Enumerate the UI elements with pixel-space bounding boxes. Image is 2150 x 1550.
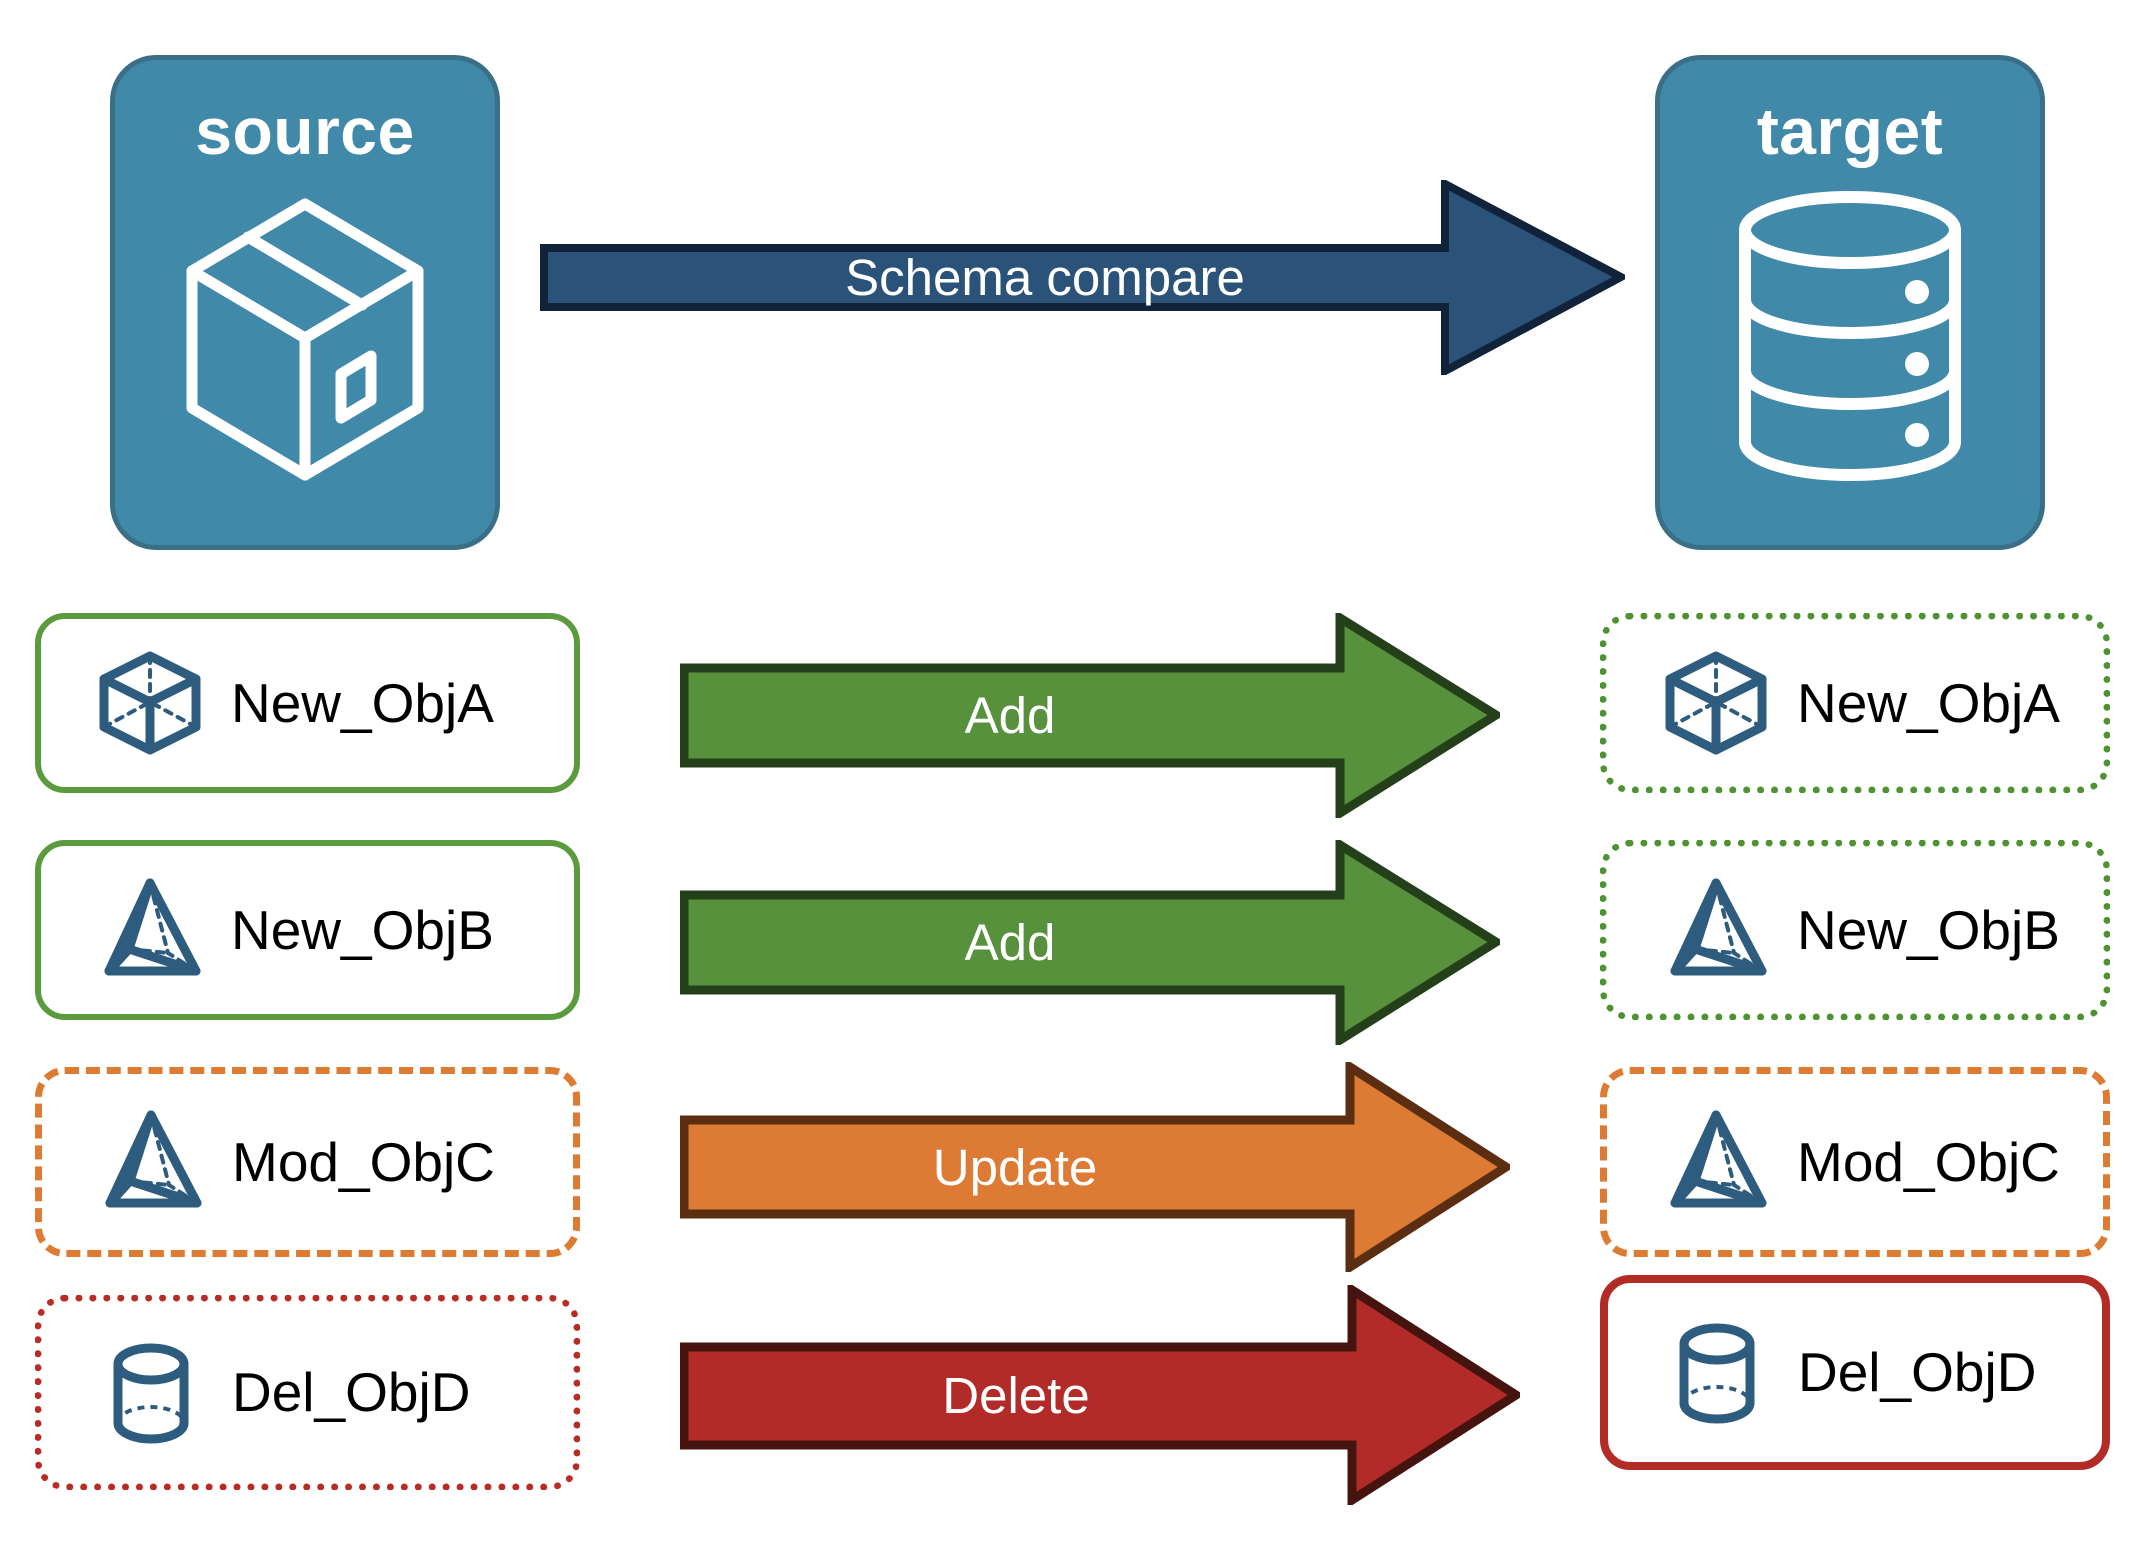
target-object-label: New_ObjB: [1797, 898, 2060, 961]
action-arrow[interactable]: Add: [679, 609, 1505, 822]
source-object-card[interactable]: New_ObjB: [35, 840, 580, 1020]
source-object-label: Mod_ObjC: [232, 1130, 495, 1193]
source-object-card[interactable]: Del_ObjD: [35, 1295, 580, 1490]
action-arrow-label: Add: [964, 687, 1056, 744]
diff-row: New_ObjB Add: [0, 836, 2150, 1050]
wireframe-pyramid-icon: [1661, 1107, 1771, 1217]
schema-compare-label: Schema compare: [845, 249, 1245, 306]
action-arrow-label: Delete: [942, 1366, 1090, 1424]
target-object-card[interactable]: New_ObjA: [1600, 613, 2110, 793]
source-object-card[interactable]: Mod_ObjC: [35, 1067, 580, 1257]
wireframe-cube-icon: [95, 648, 205, 758]
wireframe-pyramid-icon: [95, 875, 205, 985]
source-endpoint-card[interactable]: source: [110, 55, 500, 550]
action-arrow[interactable]: Delete: [679, 1281, 1525, 1509]
target-endpoint-card[interactable]: target: [1655, 55, 2045, 550]
target-object-label: New_ObjA: [1797, 671, 2060, 734]
wireframe-cylinder-icon: [1662, 1318, 1772, 1428]
diff-row: Mod_ObjC Update: [0, 1058, 2150, 1282]
target-object-label: Mod_ObjC: [1797, 1130, 2060, 1193]
diff-row: New_ObjA Add: [0, 609, 2150, 823]
action-arrow-label: Update: [932, 1138, 1098, 1196]
wireframe-cylinder-icon: [96, 1338, 206, 1448]
target-object-card[interactable]: Del_ObjD: [1600, 1275, 2110, 1470]
source-object-label: New_ObjB: [231, 898, 494, 961]
target-object-card[interactable]: Mod_ObjC: [1600, 1067, 2110, 1257]
target-title: target: [1756, 94, 1944, 168]
package-box-icon: [170, 186, 440, 491]
wireframe-cube-icon: [1661, 648, 1771, 758]
schema-compare-arrow[interactable]: Schema compare: [540, 177, 1630, 378]
target-object-label: Del_ObjD: [1798, 1341, 2037, 1403]
source-title: source: [195, 94, 415, 168]
action-arrow[interactable]: Update: [679, 1058, 1515, 1276]
source-object-label: Del_ObjD: [232, 1361, 471, 1423]
source-object-label: New_ObjA: [231, 671, 494, 734]
wireframe-pyramid-icon: [1661, 875, 1771, 985]
action-arrow-label: Add: [964, 914, 1056, 971]
source-object-card[interactable]: New_ObjA: [35, 613, 580, 793]
wireframe-pyramid-icon: [96, 1107, 206, 1217]
action-arrow[interactable]: Add: [679, 836, 1505, 1049]
database-cylinder-icon: [1725, 186, 1975, 491]
target-object-card[interactable]: New_ObjB: [1600, 840, 2110, 1020]
diff-row: Del_ObjD Delete Del_ObjD: [0, 1275, 2150, 1520]
